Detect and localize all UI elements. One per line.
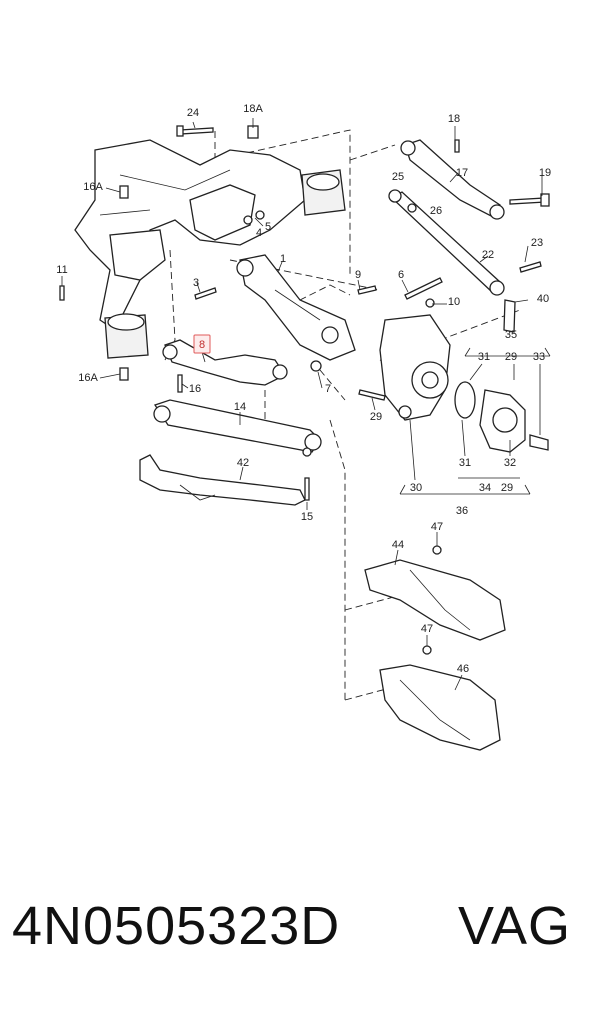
- wheel-bearing-housing: [379, 314, 549, 453]
- callout-label: 36: [456, 505, 468, 517]
- callout-label: 14: [234, 401, 246, 413]
- highlighted-callout: 8: [199, 339, 205, 351]
- callout-label: 16A: [78, 372, 98, 384]
- callout-label: 30: [410, 482, 422, 494]
- callout-labels: 24 18A 18 17 19 16A 25 26 5 4 23 22 11 3…: [56, 103, 551, 675]
- callout-label: 24: [187, 107, 199, 119]
- callout-label: 33: [533, 351, 545, 363]
- highlight-box: [193, 334, 211, 354]
- exploded-parts-diagram: 24 18A 18 17 19 16A 25 26 5 4 23 22 11 3…: [56, 103, 551, 751]
- callout-label: 29: [501, 482, 513, 494]
- callout-label: 35: [505, 329, 517, 341]
- underbody-cover-42: [139, 454, 306, 506]
- callout-label: 44: [392, 539, 404, 551]
- upper-control-arms: [388, 139, 505, 296]
- callout-label: 34: [479, 482, 491, 494]
- callout-label: 16A: [83, 181, 103, 193]
- callout-label: 17: [456, 167, 468, 179]
- callout-label: 18: [448, 113, 460, 125]
- bolts: [59, 125, 550, 501]
- callout-label: 31: [459, 457, 471, 469]
- callout-label: 16: [189, 383, 201, 395]
- heat-shields: [364, 545, 506, 751]
- callout-label: 11: [56, 264, 67, 276]
- lower-control-arm: [236, 254, 356, 361]
- callout-label: 6: [398, 269, 404, 281]
- callout-label: 32: [504, 457, 516, 469]
- callout-label: 29: [370, 411, 382, 423]
- callout-label: 22: [482, 249, 494, 261]
- callout-label: 19: [539, 167, 551, 179]
- callout-label: 1: [280, 253, 286, 265]
- subframe: [74, 139, 306, 331]
- callout-label: 23: [531, 237, 543, 249]
- callout-label: 29: [505, 351, 517, 363]
- callout-label: 4: [256, 227, 262, 239]
- footer: 4N0505323D VAG: [0, 895, 600, 975]
- trailing-arm-14: [153, 399, 322, 453]
- label-brackets: [399, 347, 551, 495]
- callout-label: 31: [478, 351, 490, 363]
- callout-label: 5: [265, 221, 271, 233]
- callout-label: 47: [431, 521, 443, 533]
- rubber-mounts: [104, 169, 346, 359]
- callout-label: 9: [355, 269, 361, 281]
- leader-lines: [61, 118, 543, 691]
- callout-label: 15: [301, 511, 313, 523]
- callout-label: 18A: [243, 103, 263, 115]
- part-number: 4N0505323D: [12, 896, 341, 956]
- callout-label: 47: [421, 623, 433, 635]
- callout-label: 3: [193, 277, 199, 289]
- callout-label: 7: [325, 383, 331, 395]
- callout-label: 40: [537, 293, 549, 305]
- brand-name: VAG: [458, 896, 572, 956]
- callout-label: 10: [448, 296, 460, 308]
- callout-label: 25: [392, 171, 404, 183]
- callout-label: 46: [457, 663, 469, 675]
- callout-label: 42: [237, 457, 249, 469]
- callout-label: 26: [430, 205, 442, 217]
